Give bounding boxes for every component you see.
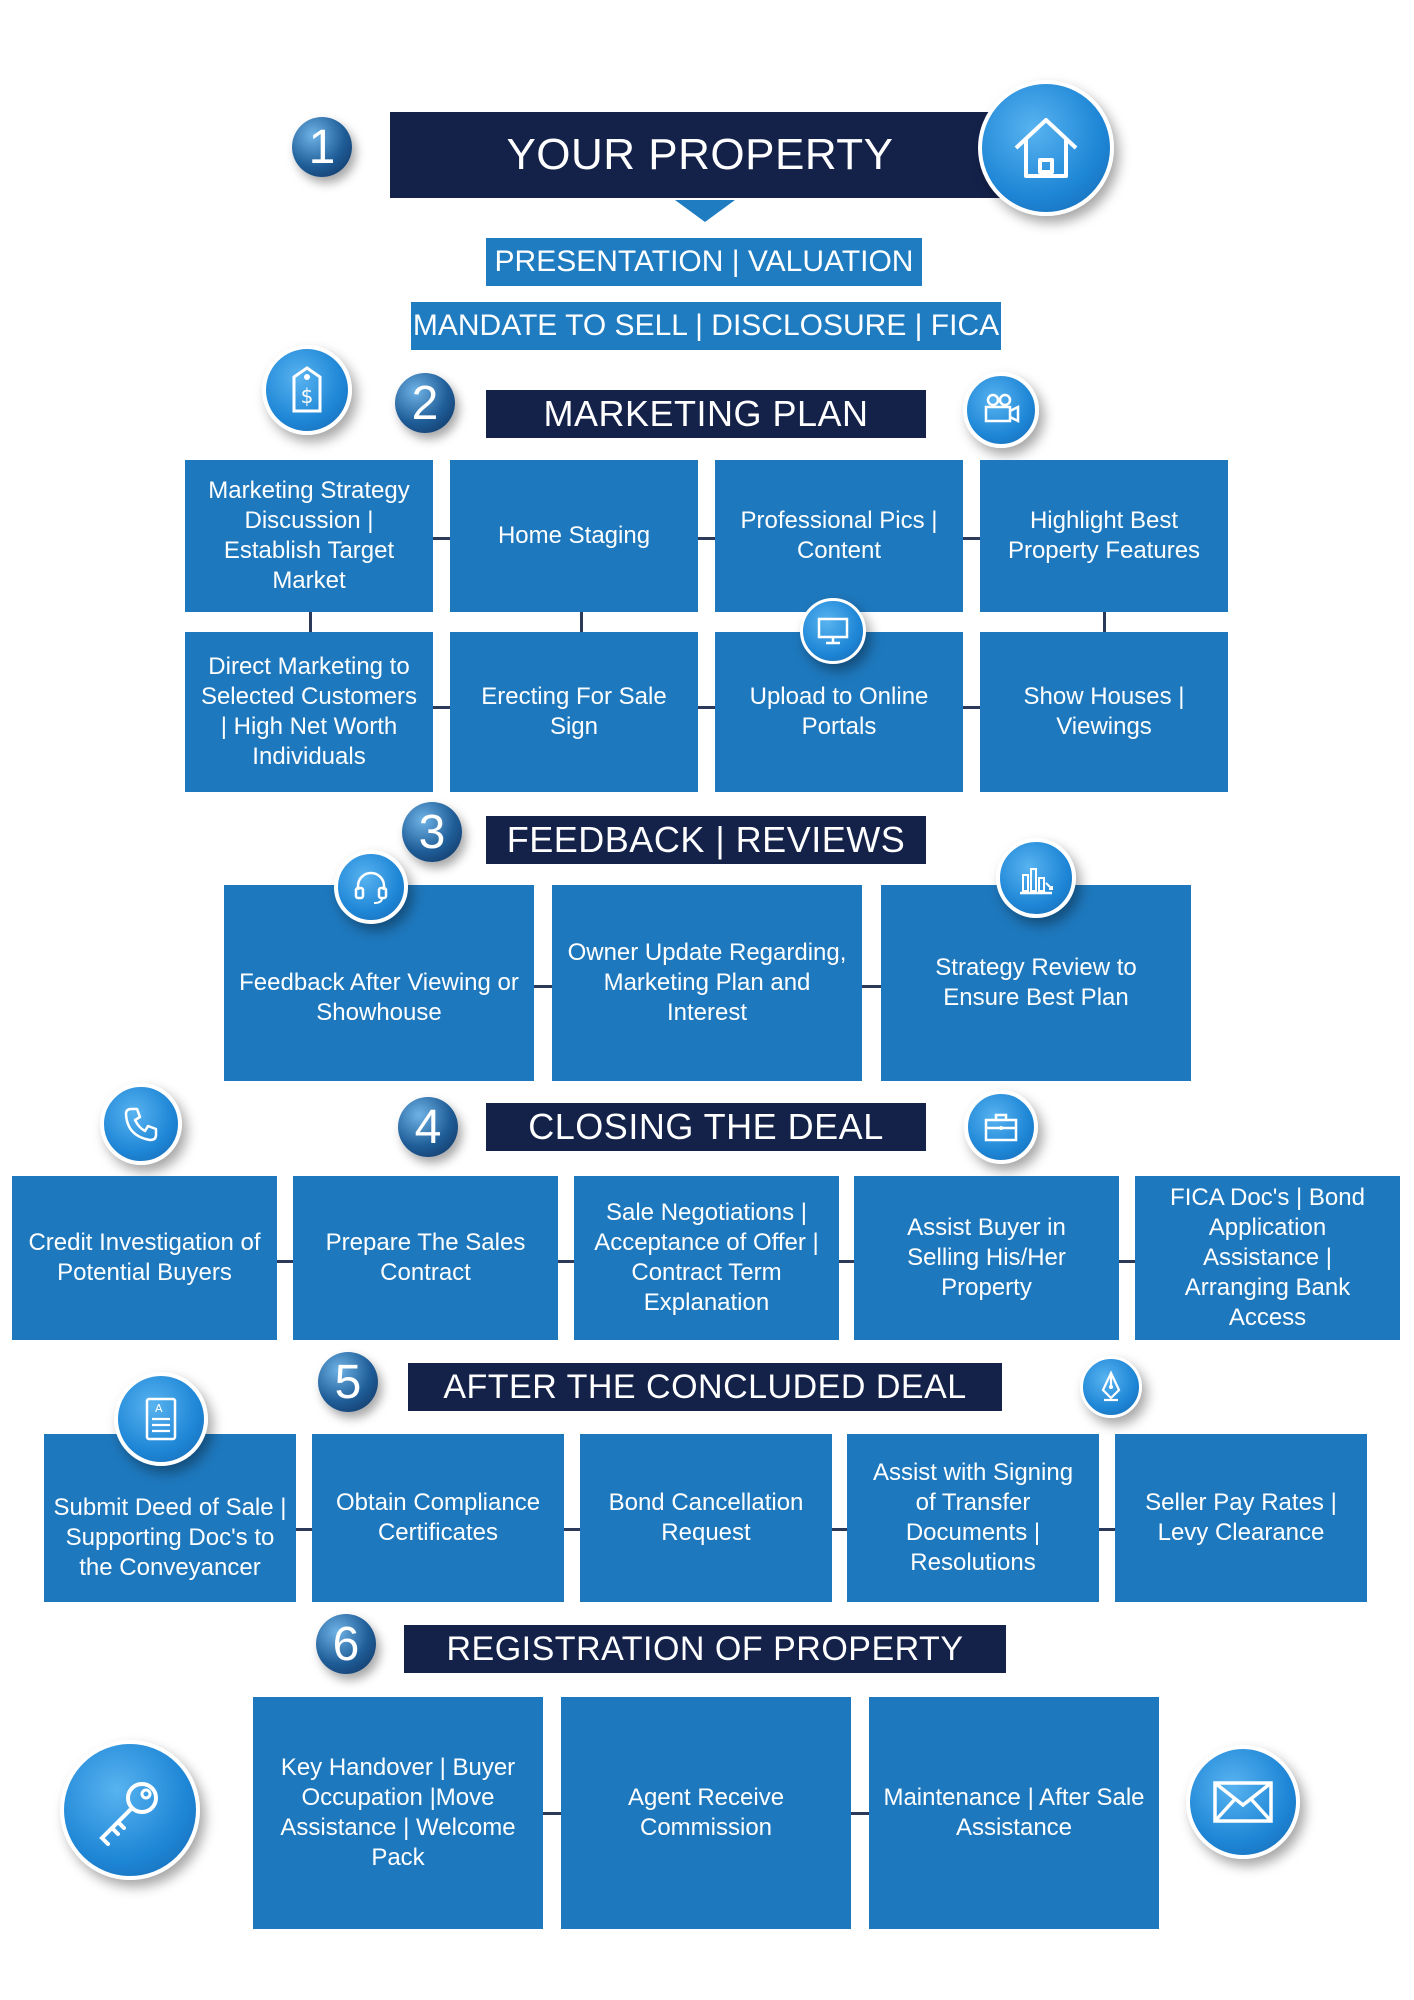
closing-box: FICA Doc's | Bond Application Assistance…	[1135, 1176, 1400, 1340]
svg-text:A: A	[155, 1402, 163, 1415]
registration-box: Maintenance | After Sale Assistance	[869, 1697, 1159, 1929]
document-icon: A	[114, 1372, 208, 1466]
registration-box: Key Handover | Buyer Occupation |Move As…	[253, 1697, 543, 1929]
marketing-box: Direct Marketing to Selected Customers |…	[185, 632, 433, 792]
marketing-box: Marketing Strategy Discussion | Establis…	[185, 460, 433, 612]
pen-icon	[1080, 1356, 1142, 1418]
connector-line	[697, 706, 717, 709]
connector-line	[432, 537, 452, 540]
marketing-box: Show Houses | Viewings	[980, 632, 1228, 792]
connector-line	[962, 537, 982, 540]
step-1-title: YOUR PROPERTY	[390, 112, 1010, 198]
connector-line	[557, 1260, 575, 1263]
after-deal-box: Obtain Compliance Certificates	[312, 1434, 564, 1602]
marketing-box: Highlight Best Property Features	[980, 460, 1228, 612]
connector-line	[697, 537, 717, 540]
connector-line	[962, 706, 982, 709]
key-icon	[60, 1740, 200, 1880]
connector-line	[309, 612, 312, 634]
connector-line	[1118, 1260, 1136, 1263]
step-3-title: FEEDBACK | REVIEWS	[486, 816, 926, 864]
closing-box: Prepare The Sales Contract	[293, 1176, 558, 1340]
connector-line	[829, 1528, 849, 1531]
connector-line	[432, 706, 452, 709]
house-icon	[978, 80, 1114, 216]
connector-line	[276, 1260, 294, 1263]
step-6-title: REGISTRATION OF PROPERTY	[404, 1625, 1006, 1673]
connector-line	[837, 1260, 855, 1263]
step-2-title: MARKETING PLAN	[486, 390, 926, 438]
envelope-icon	[1186, 1745, 1300, 1859]
closing-box: Sale Negotiations | Acceptance of Offer …	[574, 1176, 839, 1340]
connector-line	[850, 1812, 870, 1815]
after-deal-box: Bond Cancellation Request	[580, 1434, 832, 1602]
connector-line	[562, 1528, 582, 1531]
monitor-icon	[800, 598, 866, 664]
briefcase-icon	[964, 1090, 1038, 1164]
video-camera-icon	[963, 372, 1039, 448]
presentation-valuation-band: PRESENTATION | VALUATION	[486, 238, 922, 286]
headset-icon	[334, 850, 408, 924]
connector-line	[533, 985, 553, 988]
step-5-number: 5	[318, 1352, 378, 1412]
step-5-title: AFTER THE CONCLUDED DEAL	[408, 1363, 1002, 1411]
feedback-box: Owner Update Regarding, Marketing Plan a…	[552, 885, 862, 1081]
closing-box: Credit Investigation of Potential Buyers	[12, 1176, 277, 1340]
closing-box: Assist Buyer in Selling His/Her Property	[854, 1176, 1119, 1340]
step-6-number: 6	[316, 1614, 376, 1674]
connector-line	[542, 1812, 562, 1815]
step-3-number: 3	[402, 802, 462, 862]
connector-line	[580, 612, 583, 634]
connector-line	[1097, 1528, 1117, 1531]
connector-line	[294, 1528, 314, 1531]
marketing-box: Home Staging	[450, 460, 698, 612]
svg-text:$: $	[301, 384, 314, 408]
phone-icon	[100, 1083, 182, 1165]
price-tag-icon: $	[262, 345, 352, 435]
marketing-box: Erecting For Sale Sign	[450, 632, 698, 792]
step-4-title: CLOSING THE DEAL	[486, 1103, 926, 1151]
connector-line	[1103, 612, 1106, 634]
down-arrow-icon	[675, 200, 735, 222]
after-deal-box: Assist with Signing of Transfer Document…	[847, 1434, 1099, 1602]
mandate-disclosure-fica-band: MANDATE TO SELL | DISCLOSURE | FICA	[411, 302, 1001, 350]
chart-icon	[996, 838, 1076, 918]
step-1-number: 1	[292, 117, 352, 177]
registration-box: Agent Receive Commission	[561, 1697, 851, 1929]
step-4-number: 4	[398, 1097, 458, 1157]
feedback-box: Strategy Review to Ensure Best Plan	[881, 885, 1191, 1081]
marketing-box: Professional Pics | Content	[715, 460, 963, 612]
connector-line	[862, 985, 882, 988]
step-2-number: 2	[395, 373, 455, 433]
after-deal-box: Seller Pay Rates | Levy Clearance	[1115, 1434, 1367, 1602]
